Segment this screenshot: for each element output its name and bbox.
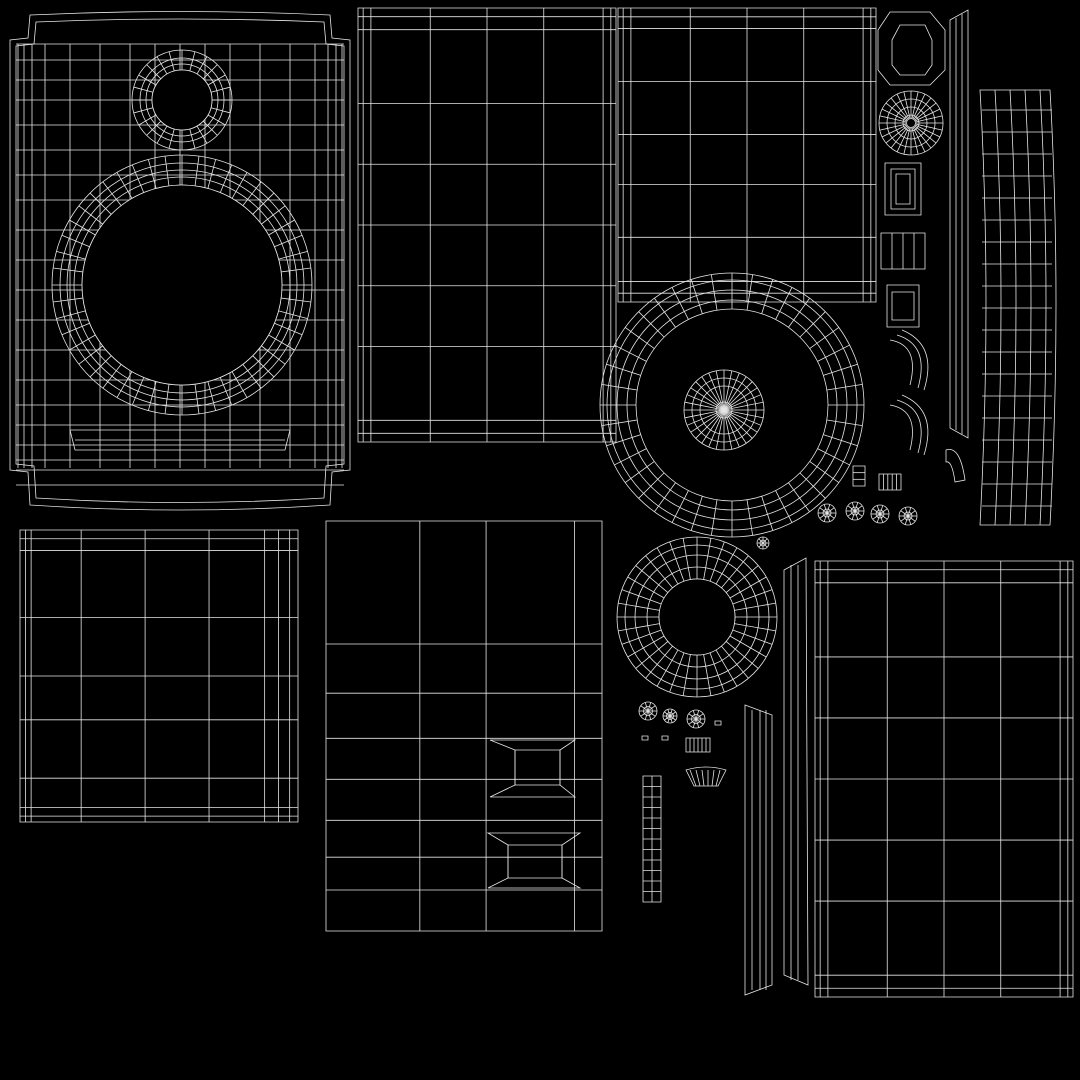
side-panel-top-right — [618, 8, 876, 302]
curved-strip-right — [980, 90, 1056, 525]
tweeter-ring — [617, 537, 777, 697]
side-panel-top-left — [358, 8, 616, 442]
knob-parts-column — [757, 10, 968, 549]
back-panel-left — [20, 530, 298, 822]
woofer-cone — [600, 273, 864, 537]
side-panel-bottom-right — [815, 561, 1073, 997]
speaker-front-panel — [10, 12, 350, 511]
small-screws — [639, 702, 726, 902]
thin-strips-bottom — [745, 558, 808, 995]
back-panel-ports — [326, 521, 602, 931]
